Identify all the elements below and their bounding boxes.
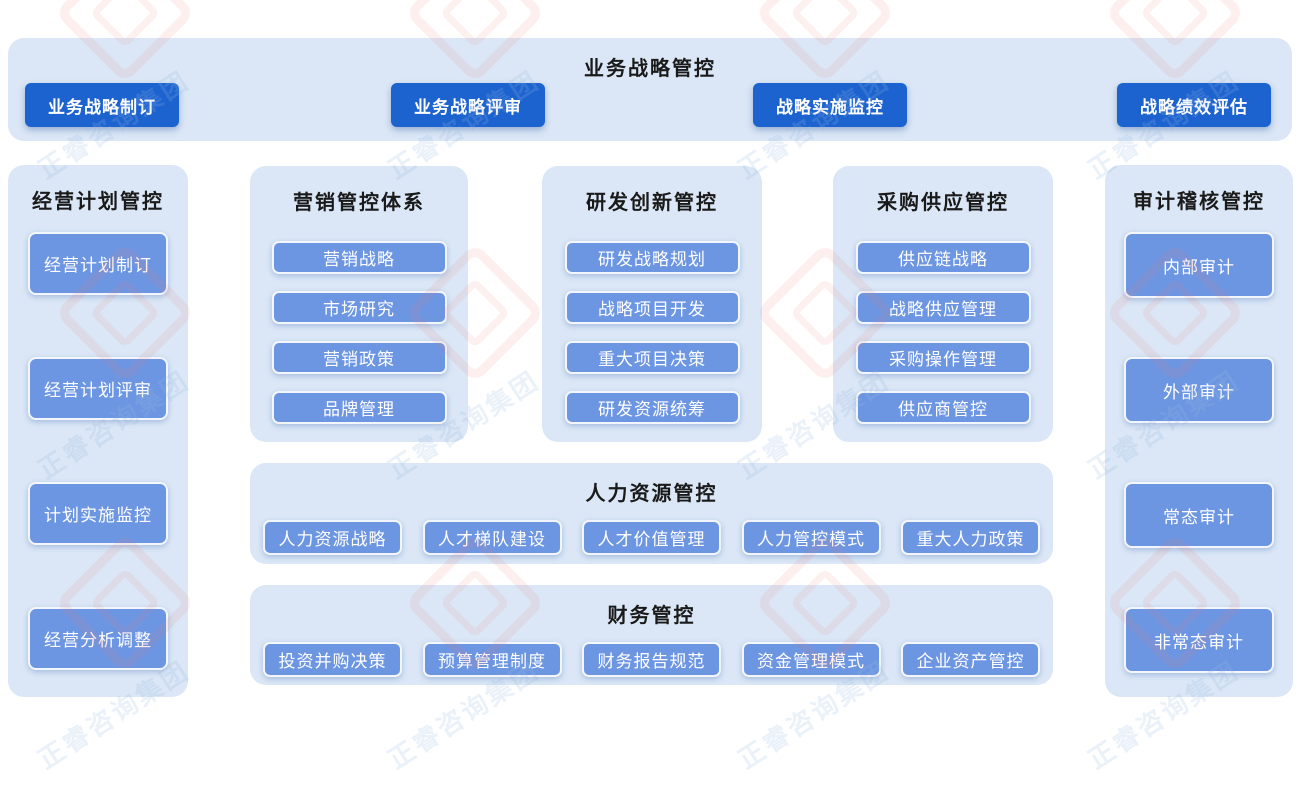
panel-hr-control: 人力资源管控 人力资源战略 人才梯队建设 人才价值管理 人力管控模式 重大人力政… <box>250 463 1053 564</box>
button-plan-review[interactable]: 经营计划评审 <box>28 357 168 420</box>
button-strategy-implementation-monitoring[interactable]: 战略实施监控 <box>753 83 907 127</box>
hr-title: 人力资源管控 <box>585 483 718 505</box>
button-rnd-resource-planning[interactable]: 研发资源统筹 <box>564 391 740 424</box>
audit-items: 内部审计 外部审计 常态审计 非常态审计 <box>1124 232 1274 673</box>
button-strategy-formulation[interactable]: 业务战略制订 <box>25 83 179 127</box>
rnd-title: 研发创新管控 <box>586 192 718 214</box>
button-brand-management[interactable]: 品牌管理 <box>271 391 447 424</box>
operating-plan-items: 经营计划制订 经营计划评审 计划实施监控 经营分析调整 <box>28 232 168 670</box>
button-financial-reporting[interactable]: 财务报告规范 <box>582 642 721 677</box>
button-strategic-supply-management[interactable]: 战略供应管理 <box>855 291 1031 324</box>
operating-plan-title: 经营计划管控 <box>32 191 164 213</box>
panel-finance-control: 财务管控 投资并购决策 预算管理制度 财务报告规范 资金管理模式 企业资产管控 <box>250 585 1053 685</box>
button-routine-audit[interactable]: 常态审计 <box>1124 482 1274 548</box>
button-market-research[interactable]: 市场研究 <box>271 291 447 324</box>
business-strategy-control-diagram: 业务战略管控 业务战略制订 业务战略评审 战略实施监控 战略绩效评估 经营计划管… <box>8 0 1293 775</box>
button-hr-control-model[interactable]: 人力管控模式 <box>741 520 881 555</box>
button-strategy-review[interactable]: 业务战略评审 <box>391 83 545 127</box>
button-major-hr-policy[interactable]: 重大人力政策 <box>901 520 1040 555</box>
rnd-items: 研发战略规划 战略项目开发 重大项目决策 研发资源统筹 <box>564 241 740 424</box>
button-asset-control[interactable]: 企业资产管控 <box>901 642 1040 677</box>
hr-items: 人力资源战略 人才梯队建设 人才价值管理 人力管控模式 重大人力政策 <box>250 520 1053 555</box>
button-analysis-adjustment[interactable]: 经营分析调整 <box>28 607 168 670</box>
panel-marketing-control: 营销管控体系 营销战略 市场研究 营销政策 品牌管理 <box>250 166 468 442</box>
audit-title: 审计稽核管控 <box>1133 191 1265 213</box>
finance-title: 财务管控 <box>607 605 696 627</box>
button-talent-value[interactable]: 人才价值管理 <box>582 520 721 555</box>
button-supplier-control[interactable]: 供应商管控 <box>855 391 1031 424</box>
button-internal-audit[interactable]: 内部审计 <box>1124 232 1274 298</box>
button-plan-monitoring[interactable]: 计划实施监控 <box>28 482 168 545</box>
banner-title: 业务战略管控 <box>584 58 716 80</box>
procurement-title: 采购供应管控 <box>877 192 1009 214</box>
button-hr-strategy[interactable]: 人力资源战略 <box>263 520 402 555</box>
button-budget-management[interactable]: 预算管理制度 <box>422 642 562 677</box>
button-strategy-performance-evaluation[interactable]: 战略绩效评估 <box>1117 83 1271 127</box>
marketing-title: 营销管控体系 <box>293 192 425 214</box>
panel-rnd-innovation-control: 研发创新管控 研发战略规划 战略项目开发 重大项目决策 研发资源统筹 <box>542 166 762 442</box>
button-major-project-decision[interactable]: 重大项目决策 <box>564 341 740 374</box>
button-non-routine-audit[interactable]: 非常态审计 <box>1124 607 1274 673</box>
button-rnd-strategy-planning[interactable]: 研发战略规划 <box>564 241 740 274</box>
button-external-audit[interactable]: 外部审计 <box>1124 357 1274 423</box>
marketing-items: 营销战略 市场研究 营销政策 品牌管理 <box>271 241 447 424</box>
procurement-items: 供应链战略 战略供应管理 采购操作管理 供应商管控 <box>855 241 1031 424</box>
button-talent-pipeline[interactable]: 人才梯队建设 <box>422 520 562 555</box>
button-supply-chain-strategy[interactable]: 供应链战略 <box>855 241 1031 274</box>
button-procurement-operations[interactable]: 采购操作管理 <box>855 341 1031 374</box>
button-strategic-project-dev[interactable]: 战略项目开发 <box>564 291 740 324</box>
button-capital-management[interactable]: 资金管理模式 <box>741 642 881 677</box>
panel-procurement-supply-control: 采购供应管控 供应链战略 战略供应管理 采购操作管理 供应商管控 <box>833 166 1053 442</box>
button-plan-formulation[interactable]: 经营计划制订 <box>28 232 168 295</box>
button-investment-ma-decision[interactable]: 投资并购决策 <box>263 642 402 677</box>
button-marketing-strategy[interactable]: 营销战略 <box>271 241 447 274</box>
finance-items: 投资并购决策 预算管理制度 财务报告规范 资金管理模式 企业资产管控 <box>250 642 1053 677</box>
panel-operating-plan-control: 经营计划管控 经营计划制订 经营计划评审 计划实施监控 经营分析调整 <box>8 165 188 697</box>
button-marketing-policy[interactable]: 营销政策 <box>271 341 447 374</box>
panel-business-strategy: 业务战略管控 业务战略制订 业务战略评审 战略实施监控 战略绩效评估 <box>8 38 1292 141</box>
panel-audit-control: 审计稽核管控 内部审计 外部审计 常态审计 非常态审计 <box>1105 165 1293 697</box>
